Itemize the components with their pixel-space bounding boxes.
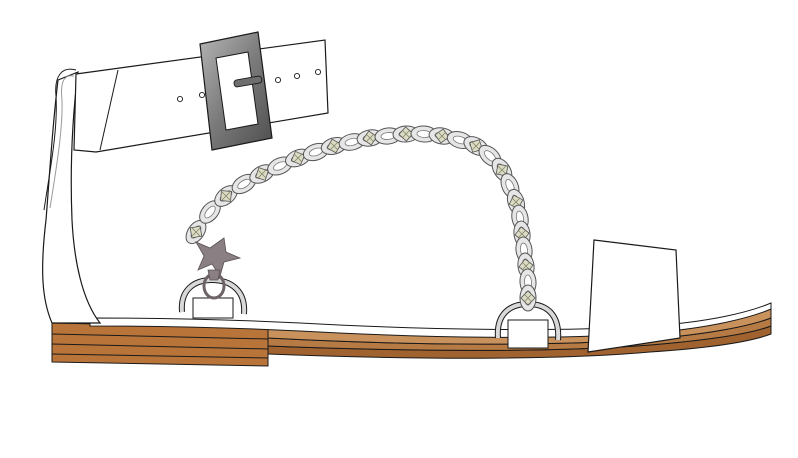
chain-stud-facet [517, 229, 527, 239]
chain-stud-facet [523, 293, 533, 303]
chain-link-hole [204, 205, 216, 219]
chain-stud-facet [497, 165, 507, 175]
heel-counter [42, 68, 102, 324]
chain-stud-facet [191, 227, 201, 237]
chain-strap [185, 125, 537, 312]
heel-loop-inner [49, 75, 75, 209]
strap-seam [99, 69, 119, 151]
ornament-link [207, 269, 221, 281]
heel-stripe-1 [51, 333, 269, 340]
strap-hole-4 [293, 72, 301, 80]
heel-loop [43, 68, 77, 211]
chain-stud-facet [401, 129, 411, 139]
chain-stud-facet [365, 133, 375, 143]
strap-hole-3 [274, 76, 282, 84]
strap-hole-2 [198, 91, 206, 99]
toe-strap [587, 239, 681, 353]
ornament-star [195, 237, 242, 277]
chain-stud-facet [437, 131, 447, 141]
chain-ornament [195, 237, 242, 300]
left-ring-tab [192, 297, 234, 319]
heel-stripe-2 [51, 343, 269, 350]
chain-stud-facet [293, 153, 303, 163]
right-ring-tab [507, 319, 549, 349]
chain-stud-facet [221, 191, 231, 201]
strap-hole-1 [176, 95, 184, 103]
chain-link-hole [237, 178, 251, 190]
strap-hole-5 [314, 68, 322, 76]
chain-stud-facet [329, 141, 339, 151]
buckle-inner [215, 51, 259, 131]
buckle-prong [233, 75, 263, 88]
heel-stripe-3 [51, 353, 269, 359]
buckle [199, 31, 273, 151]
chain-stud-facet [257, 169, 267, 179]
chain-stud-facet [471, 141, 481, 151]
